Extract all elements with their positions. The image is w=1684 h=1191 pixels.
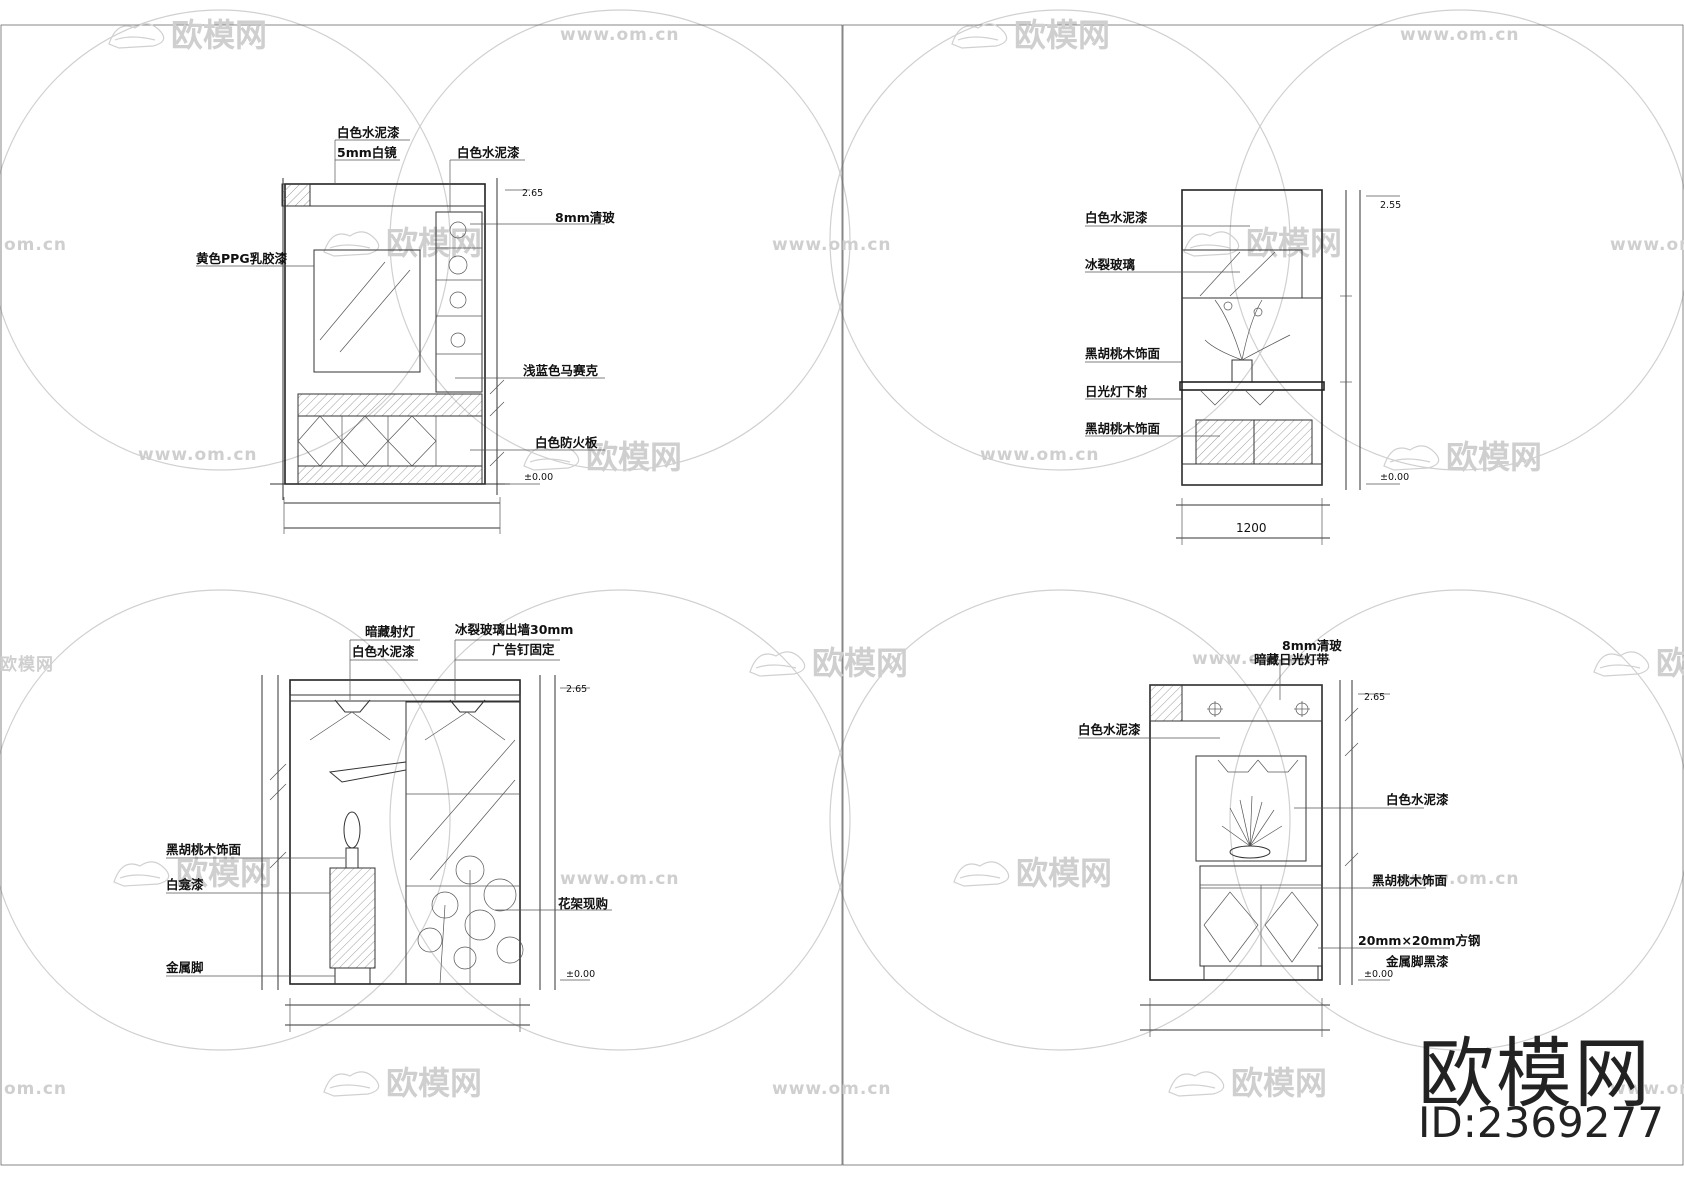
label-walnut-veneer: 黑胡桃木饰面 <box>1372 873 1448 888</box>
label-white-cement-paint: 白色水泥漆 <box>457 145 520 160</box>
dim-width: 1200 <box>1236 521 1267 535</box>
elevation-bottom-left: 暗藏射灯 白色水泥漆 冰裂玻璃出墙30mm 广告钉固定 黑胡桃木饰面 白龛漆 花… <box>165 622 612 1032</box>
elevation-top-left: 白色水泥漆 5mm白镜 白色水泥漆 8mm清玻 黄色PPG乳胶漆 浅蓝色马赛克 … <box>196 125 615 534</box>
label-yellow-latex: 黄色PPG乳胶漆 <box>196 251 288 266</box>
svg-text:www.om.cn: www.om.cn <box>560 869 680 889</box>
dim-zero-level: ±0.00 <box>1380 472 1409 483</box>
right-page-frame <box>842 24 1684 1166</box>
svg-text:om.cn: om.cn <box>4 235 67 255</box>
label-flower-rack: 花架现购 <box>558 896 608 911</box>
label-ice-crack-glass: 冰裂玻璃 <box>1085 257 1136 272</box>
label-walnut-veneer: 黑胡桃木饰面 <box>1085 421 1161 436</box>
dim-zero-level: ±0.00 <box>1364 969 1393 980</box>
label-white-mirror: 5mm白镜 <box>337 145 397 160</box>
svg-text:om.cn: om.cn <box>4 1079 67 1099</box>
svg-text:www.om.cn: www.om.cn <box>1400 869 1520 889</box>
svg-text:www.om.cn: www.om.cn <box>1400 25 1520 45</box>
svg-text:欧模网: 欧模网 <box>0 654 54 675</box>
label-white-paint: 白龛漆 <box>166 877 204 892</box>
svg-text:www.om.cn: www.om.cn <box>772 1079 892 1099</box>
label-hidden-daylight-strip: 暗藏日光灯带 <box>1254 652 1330 667</box>
label-ad-nail: 广告钉固定 <box>492 642 555 657</box>
svg-text:www.om.cn: www.om.cn <box>560 25 680 45</box>
label-metal-foot-black: 金属脚黑漆 <box>1385 954 1449 969</box>
left-page-frame <box>0 24 843 1166</box>
watermark-urls: www.om.cn www.om.cn om.cn www.om.cn www.… <box>0 25 1684 1099</box>
brand-logo-text: 欧模网 <box>1418 1029 1652 1118</box>
label-clear-glass: 8mm清玻 <box>1282 638 1342 653</box>
label-white-fireproof: 白色防火板 <box>535 435 598 450</box>
label-white-cement-paint: 白色水泥漆 <box>337 125 400 140</box>
svg-text:www.om.cn: www.om.cn <box>1610 1079 1684 1099</box>
dim-top-level: 2.55 <box>1380 200 1401 211</box>
dim-top-level: 2.65 <box>1364 692 1385 703</box>
dim-zero-level: ±0.00 <box>566 969 595 980</box>
svg-text:www.om.cn: www.om.cn <box>1192 649 1312 669</box>
label-white-cement-paint: 白色水泥漆 <box>352 644 415 659</box>
label-clear-glass: 8mm清玻 <box>555 210 615 225</box>
label-metal-foot: 金属脚 <box>165 960 204 975</box>
svg-text:www.om.cn: www.om.cn <box>772 235 892 255</box>
label-daylight-down: 日光灯下射 <box>1085 384 1148 399</box>
label-square-steel: 20mm×20mm方钢 <box>1358 933 1480 948</box>
dim-zero-level: ±0.00 <box>524 472 553 483</box>
label-white-cement-paint: 白色水泥漆 <box>1386 792 1449 807</box>
elevation-bottom-right: 8mm清玻 暗藏日光灯带 白色水泥漆 白色水泥漆 黑胡桃木饰面 20mm×20m… <box>1078 638 1480 1037</box>
svg-text:www.om.cn: www.om.cn <box>1610 235 1684 255</box>
brand-id-text: ID:2369277 <box>1418 1098 1664 1147</box>
label-ice-glass-out-wall: 冰裂玻璃出墙30mm <box>455 622 573 637</box>
label-walnut-veneer: 黑胡桃木饰面 <box>166 842 242 857</box>
dim-top-level: 2.65 <box>566 684 587 695</box>
label-hidden-spotlight: 暗藏射灯 <box>365 624 416 639</box>
elevation-top-right: 白色水泥漆 冰裂玻璃 黑胡桃木饰面 日光灯下射 黑胡桃木饰面 2.55 ±0.0… <box>1085 189 1409 545</box>
label-walnut-veneer: 黑胡桃木饰面 <box>1085 346 1161 361</box>
dim-top-level: 2.65 <box>522 188 543 199</box>
label-white-cement-paint: 白色水泥漆 <box>1078 722 1141 737</box>
label-blue-mosaic: 浅蓝色马赛克 <box>523 363 599 378</box>
svg-text:www.om.cn: www.om.cn <box>138 445 258 465</box>
svg-text:www.om.cn: www.om.cn <box>980 445 1100 465</box>
label-white-cement-paint: 白色水泥漆 <box>1085 210 1148 225</box>
